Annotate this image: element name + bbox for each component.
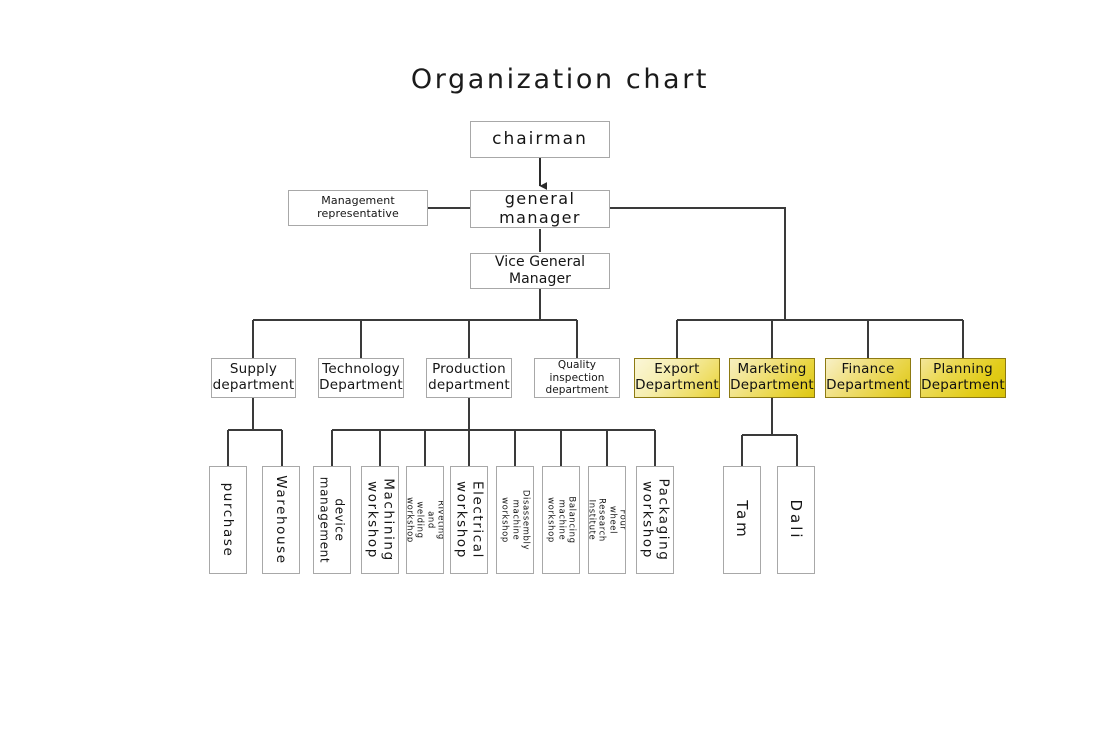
node-purchase-label: purchase: [220, 482, 237, 558]
node-production-department-label: Production department: [428, 361, 510, 393]
node-planning-department[interactable]: Planning Department: [920, 358, 1006, 398]
node-purchase[interactable]: purchase: [209, 466, 247, 574]
node-technology-department[interactable]: Technology Department: [318, 358, 404, 398]
node-disassembly-machine-workshop[interactable]: Disassembly machine workshop: [496, 466, 534, 574]
node-planning-department-label: Planning Department: [921, 361, 1005, 393]
node-finance-department-label: Finance Department: [826, 361, 910, 393]
node-general-manager-label: general manager: [499, 189, 581, 227]
node-export-department[interactable]: Export Department: [634, 358, 720, 398]
node-marketing-department-label: Marketing Department: [730, 361, 814, 393]
node-quality-inspection-department-label: Quality inspection department: [545, 359, 609, 397]
node-packaging-workshop[interactable]: Packaging workshop: [636, 466, 674, 574]
node-warehouse[interactable]: Warehouse: [262, 466, 300, 574]
node-supply-department[interactable]: Supply department: [211, 358, 296, 398]
node-four-wheel-research-institute-label: Four wheel Research Institute: [588, 498, 626, 542]
node-general-manager[interactable]: general manager: [470, 189, 610, 228]
node-technology-department-label: Technology Department: [319, 361, 403, 393]
node-disassembly-machine-workshop-label: Disassembly machine workshop: [499, 489, 531, 551]
node-dali-label: Dali: [787, 499, 806, 541]
node-vice-general-manager-label: Vice General Manager: [494, 254, 586, 287]
node-production-department[interactable]: Production department: [426, 358, 512, 398]
node-four-wheel-research-institute[interactable]: Four wheel Research Institute: [588, 466, 626, 574]
node-tam[interactable]: Tam: [723, 466, 761, 574]
node-riveting-and-welding-workshop[interactable]: Riveting and welding workshop: [406, 466, 444, 574]
node-tam-label: Tam: [733, 500, 752, 540]
page-title: Organization chart: [410, 64, 710, 95]
node-management-representative-label: Management representative: [317, 194, 399, 220]
node-chairman-label: chairman: [492, 129, 588, 150]
node-export-department-label: Export Department: [635, 361, 719, 393]
node-warehouse-label: Warehouse: [273, 475, 290, 565]
node-finance-department[interactable]: Finance Department: [825, 358, 911, 398]
node-device-management[interactable]: device management: [313, 466, 351, 574]
node-quality-inspection-department[interactable]: Quality inspection department: [534, 358, 620, 398]
node-device-management-label: device management: [318, 476, 347, 564]
node-balancing-machine-workshop-label: Balancing machine workshop: [545, 496, 577, 544]
node-supply-department-label: Supply department: [212, 361, 295, 393]
node-packaging-workshop-label: Packaging workshop: [639, 478, 672, 562]
node-dali[interactable]: Dali: [777, 466, 815, 574]
node-marketing-department[interactable]: Marketing Department: [729, 358, 815, 398]
node-machining-workshop-label: Machining workshop: [364, 478, 397, 562]
node-electrical-workshop-label: Electrical workshop: [453, 480, 486, 560]
node-electrical-workshop[interactable]: Electrical workshop: [450, 466, 488, 574]
node-management-representative[interactable]: Management representative: [288, 190, 428, 226]
node-chairman[interactable]: chairman: [470, 121, 610, 158]
node-vice-general-manager[interactable]: Vice General Manager: [470, 253, 610, 289]
node-machining-workshop[interactable]: Machining workshop: [361, 466, 399, 574]
node-balancing-machine-workshop[interactable]: Balancing machine workshop: [542, 466, 580, 574]
node-riveting-and-welding-workshop-label: Riveting and welding workshop: [406, 497, 444, 543]
